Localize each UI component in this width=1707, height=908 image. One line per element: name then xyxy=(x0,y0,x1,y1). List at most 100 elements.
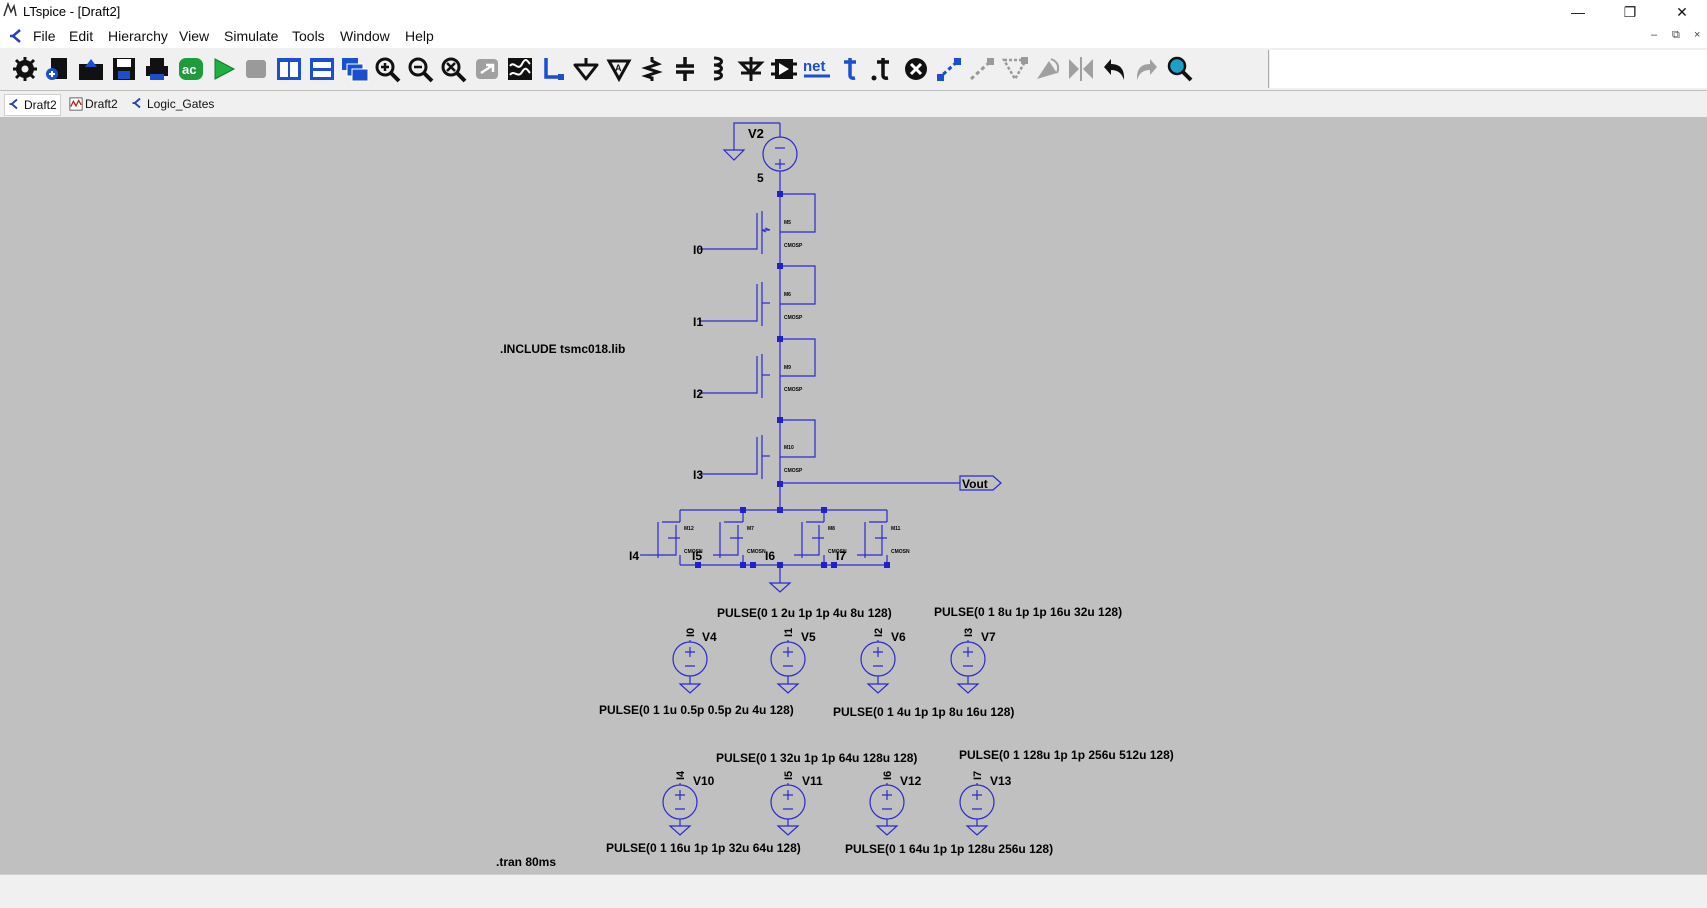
source-net: I4 xyxy=(675,770,687,780)
autorange-icon[interactable] xyxy=(505,55,535,83)
tab-draft2-schematic[interactable]: Draft2 xyxy=(4,94,61,116)
gate-label: I3 xyxy=(693,468,703,482)
source-v10[interactable] xyxy=(662,783,698,836)
gate-label: I0 xyxy=(693,243,703,257)
redo-icon[interactable] xyxy=(1132,55,1162,83)
pmos-model: CMOSP xyxy=(784,468,803,474)
settings-icon[interactable] xyxy=(10,55,40,83)
zoom-fit-icon[interactable] xyxy=(439,55,469,83)
find-icon[interactable] xyxy=(1165,55,1195,83)
wire-icon[interactable] xyxy=(538,55,568,83)
waveform-icon xyxy=(69,97,83,111)
tile-vertical-icon[interactable] xyxy=(274,55,304,83)
resistor-icon[interactable] xyxy=(637,55,667,83)
nmos-network xyxy=(640,485,888,593)
capacitor-icon[interactable] xyxy=(670,55,700,83)
delete-icon[interactable] xyxy=(901,55,931,83)
nmos-name: M12 xyxy=(684,526,694,532)
tran-directive[interactable]: .tran 80ms xyxy=(496,855,556,869)
new-schematic-icon[interactable] xyxy=(43,55,73,83)
toolbar: ac A net xyxy=(0,48,1707,91)
source-v6[interactable] xyxy=(860,640,896,694)
supply-name: V2 xyxy=(748,126,764,141)
component-icon[interactable] xyxy=(769,55,799,83)
halt-icon[interactable] xyxy=(241,55,271,83)
save-icon[interactable] xyxy=(109,55,139,83)
rotate-icon[interactable] xyxy=(1033,55,1063,83)
source-net: I0 xyxy=(685,628,697,637)
tab-draft2-waveform[interactable]: Draft2 xyxy=(66,94,124,114)
drag-icon[interactable] xyxy=(1000,55,1030,83)
mirror-icon[interactable] xyxy=(1066,55,1096,83)
source-v12[interactable] xyxy=(869,783,905,836)
source-net: I1 xyxy=(783,628,795,637)
zoom-back-icon[interactable] xyxy=(472,55,502,83)
cascade-icon[interactable] xyxy=(340,55,370,83)
source-name: V11 xyxy=(802,774,823,788)
vout-port[interactable] xyxy=(959,475,1002,491)
pmos-model: CMOSP xyxy=(784,315,803,321)
run-icon[interactable] xyxy=(209,55,239,83)
tab-logic-gates[interactable]: Logic_Gates xyxy=(128,94,220,114)
source-name: V4 xyxy=(702,630,717,644)
document-tab-bar: Draft2 Draft2 Logic_Gates xyxy=(0,91,1707,117)
window-title: LTspice - [Draft2] xyxy=(23,4,121,19)
source-name: V6 xyxy=(891,630,906,644)
supply-v2[interactable] xyxy=(722,122,798,194)
title-bar: LTspice - [Draft2] — ❐ ✕ xyxy=(0,0,1707,24)
source-name: V5 xyxy=(801,630,816,644)
mdi-close-button[interactable]: × xyxy=(1694,29,1701,41)
text-icon[interactable] xyxy=(835,55,865,83)
menu-file[interactable]: File xyxy=(33,28,56,44)
minimize-button[interactable]: — xyxy=(1571,4,1585,20)
netlist-icon[interactable]: net xyxy=(802,55,832,83)
menu-edit[interactable]: Edit xyxy=(69,28,94,44)
source-v13[interactable] xyxy=(959,783,995,836)
pmos-name: M9 xyxy=(784,365,791,371)
menu-help[interactable]: Help xyxy=(405,28,434,44)
source-name: V13 xyxy=(990,774,1012,788)
supply-value: 5 xyxy=(757,171,764,185)
zoom-in-icon[interactable] xyxy=(373,55,403,83)
ground-icon[interactable] xyxy=(571,55,601,83)
menu-view[interactable]: View xyxy=(179,28,210,44)
toolbar-separator xyxy=(1268,50,1269,88)
close-button[interactable]: ✕ xyxy=(1676,4,1688,20)
print-icon[interactable] xyxy=(142,55,172,83)
schematic-canvas[interactable]: V2 5 M5 CMOSP I0 M6 CMOSP I1 M9 CMOSP I2… xyxy=(0,117,1707,874)
source-pulse: PULSE(0 1 64u 1p 1p 128u 256u 128) xyxy=(845,842,1053,856)
tile-horizontal-icon[interactable] xyxy=(307,55,337,83)
pmos-model: CMOSP xyxy=(784,243,803,249)
schematic-menu-icon[interactable] xyxy=(8,28,24,44)
menu-simulate[interactable]: Simulate xyxy=(224,28,279,44)
zoom-out-icon[interactable] xyxy=(406,55,436,83)
source-v5[interactable] xyxy=(770,640,806,694)
status-bar xyxy=(0,874,1707,908)
diode-icon[interactable] xyxy=(736,55,766,83)
pmos-model: CMOSP xyxy=(784,387,803,393)
include-directive[interactable]: .INCLUDE tsmc018.lib xyxy=(500,342,625,356)
mdi-restore-button[interactable]: ⧉ xyxy=(1672,29,1680,41)
undo-icon[interactable] xyxy=(1099,55,1129,83)
restore-button[interactable]: ❐ xyxy=(1623,4,1637,20)
spice-directive-icon[interactable] xyxy=(868,55,898,83)
source-v7[interactable] xyxy=(950,640,986,694)
tab-label: Draft2 xyxy=(85,97,118,111)
duplicate-icon[interactable] xyxy=(934,55,964,83)
inductor-icon[interactable] xyxy=(703,55,733,83)
tab-label: Draft2 xyxy=(24,98,57,112)
source-v4[interactable] xyxy=(672,640,708,694)
label-net-icon[interactable]: A xyxy=(604,55,634,83)
ac-analysis-icon[interactable]: ac xyxy=(176,55,206,83)
move-icon[interactable] xyxy=(967,55,997,83)
net-label: net xyxy=(803,58,826,75)
gate-label: I1 xyxy=(693,315,703,329)
nmos-name: M7 xyxy=(747,526,754,532)
mdi-minimize-button[interactable]: – xyxy=(1651,29,1658,41)
menu-tools[interactable]: Tools xyxy=(292,28,325,44)
menu-hierarchy[interactable]: Hierarchy xyxy=(108,28,168,44)
menu-window[interactable]: Window xyxy=(340,28,390,44)
pmos-name: M5 xyxy=(784,220,791,226)
source-v11[interactable] xyxy=(770,783,806,836)
open-icon[interactable] xyxy=(76,55,106,83)
